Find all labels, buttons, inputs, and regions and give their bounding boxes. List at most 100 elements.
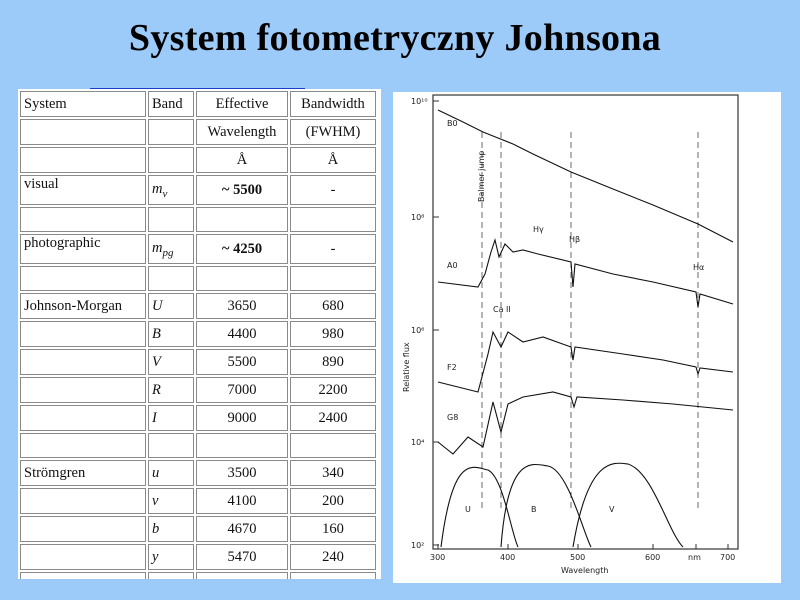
- spectrum-curve-f2: [437, 330, 734, 393]
- wavelength-cell: 3650: [196, 293, 288, 319]
- spectrum-label: F2: [447, 363, 457, 372]
- band-subscript: v: [162, 187, 168, 200]
- filter-label: U: [465, 505, 471, 514]
- wavelength-cell: 7000: [196, 377, 288, 403]
- band-symbol: y: [152, 548, 159, 565]
- x-tick-label: nm: [688, 553, 701, 562]
- empty-cell: [148, 207, 194, 232]
- y-axis-label: Relative flux: [402, 342, 411, 392]
- empty-cell: [196, 433, 288, 458]
- band-symbol: m: [152, 180, 163, 197]
- system-cell: [20, 377, 146, 403]
- band-symbol: v: [152, 492, 159, 509]
- spectrum-label: G8: [447, 413, 458, 422]
- bandwidth-cell: 890: [290, 349, 376, 375]
- band-cell: B: [148, 321, 194, 347]
- empty-cell: [290, 572, 376, 579]
- system-cell: [20, 544, 146, 570]
- band-cell: y: [148, 544, 194, 570]
- wavelength-cell: ~ 5500: [196, 175, 288, 205]
- spacer-row: [20, 572, 376, 579]
- table-header-row: Wavelength (FWHM): [20, 119, 376, 145]
- bandwidth-cell: -: [290, 234, 376, 264]
- filter-label: V: [609, 505, 615, 514]
- line-label: Hβ: [569, 235, 580, 244]
- band-cell: mv: [148, 175, 194, 205]
- band-cell: U: [148, 293, 194, 319]
- y-tick-label: 10⁶: [411, 326, 424, 335]
- spectrum-label: B0: [447, 119, 458, 128]
- empty-cell: [290, 433, 376, 458]
- spectrum-curve-b0: [437, 109, 734, 243]
- band-symbol: V: [152, 353, 161, 370]
- photometric-systems-table: System Band Effective Bandwidth Waveleng…: [18, 89, 378, 579]
- bandwidth-cell: 240: [290, 544, 376, 570]
- band-cell: b: [148, 516, 194, 542]
- bandwidth-cell: 160: [290, 516, 376, 542]
- system-cell: [20, 405, 146, 431]
- system-cell: [20, 349, 146, 375]
- spectrum-curve-a0: [437, 237, 734, 308]
- wavelength-cell: 9000: [196, 405, 288, 431]
- unit-cell: Å: [196, 147, 288, 173]
- spectrum-curve-g8: [437, 391, 734, 455]
- unit-cell: Å: [290, 147, 376, 173]
- empty-cell: [196, 207, 288, 232]
- band-cell: v: [148, 488, 194, 514]
- wavelength-cell: 4670: [196, 516, 288, 542]
- bandwidth-cell: 200: [290, 488, 376, 514]
- filter-curve-u: [440, 466, 519, 548]
- wavelength-cell: 5500: [196, 349, 288, 375]
- header-cell: (FWHM): [290, 119, 376, 145]
- empty-cell: [196, 266, 288, 291]
- band-cell: V: [148, 349, 194, 375]
- empty-cell: [148, 266, 194, 291]
- bandwidth-cell: 340: [290, 460, 376, 486]
- line-label: Balmer jump: [477, 151, 486, 202]
- plot-frame: [432, 94, 739, 550]
- header-cell: [20, 119, 146, 145]
- filter-curve-b: [500, 463, 592, 548]
- band-cell: R: [148, 377, 194, 403]
- x-tick-label: 300: [430, 553, 445, 562]
- system-cell: [20, 321, 146, 347]
- wavelength-cell: 3500: [196, 460, 288, 486]
- system-cell: Strömgren: [20, 460, 146, 486]
- empty-cell: [20, 266, 146, 291]
- slide-title: System fotometryczny Johnsona: [128, 17, 662, 59]
- header-cell: Wavelength: [196, 119, 288, 145]
- band-cell: u: [148, 460, 194, 486]
- system-cell: photographic: [20, 234, 146, 264]
- bandwidth-cell: 2400: [290, 405, 376, 431]
- table-body: System Band Effective Bandwidth Waveleng…: [20, 91, 376, 579]
- band-symbol: m: [152, 239, 163, 256]
- system-cell: [20, 516, 146, 542]
- wavelength-cell: ~ 4250: [196, 234, 288, 264]
- band-symbol: I: [152, 409, 157, 426]
- wavelength-cell: 4400: [196, 321, 288, 347]
- x-axis-label: Wavelength: [561, 566, 608, 575]
- x-tick-label: 500: [570, 553, 585, 562]
- table-units-row: Å Å: [20, 147, 376, 173]
- line-label: Hγ: [533, 225, 544, 234]
- header-cell: Band: [148, 91, 194, 117]
- bandwidth-cell: 680: [290, 293, 376, 319]
- y-tick-label: 10⁴: [411, 438, 424, 447]
- wavelength-cell: 5470: [196, 544, 288, 570]
- band-cell: I: [148, 405, 194, 431]
- spectrum-label: A0: [447, 261, 458, 270]
- header-cell: Effective: [196, 91, 288, 117]
- bandwidth-cell: 2200: [290, 377, 376, 403]
- band-symbol: B: [152, 325, 161, 342]
- header-cell: Bandwidth: [290, 91, 376, 117]
